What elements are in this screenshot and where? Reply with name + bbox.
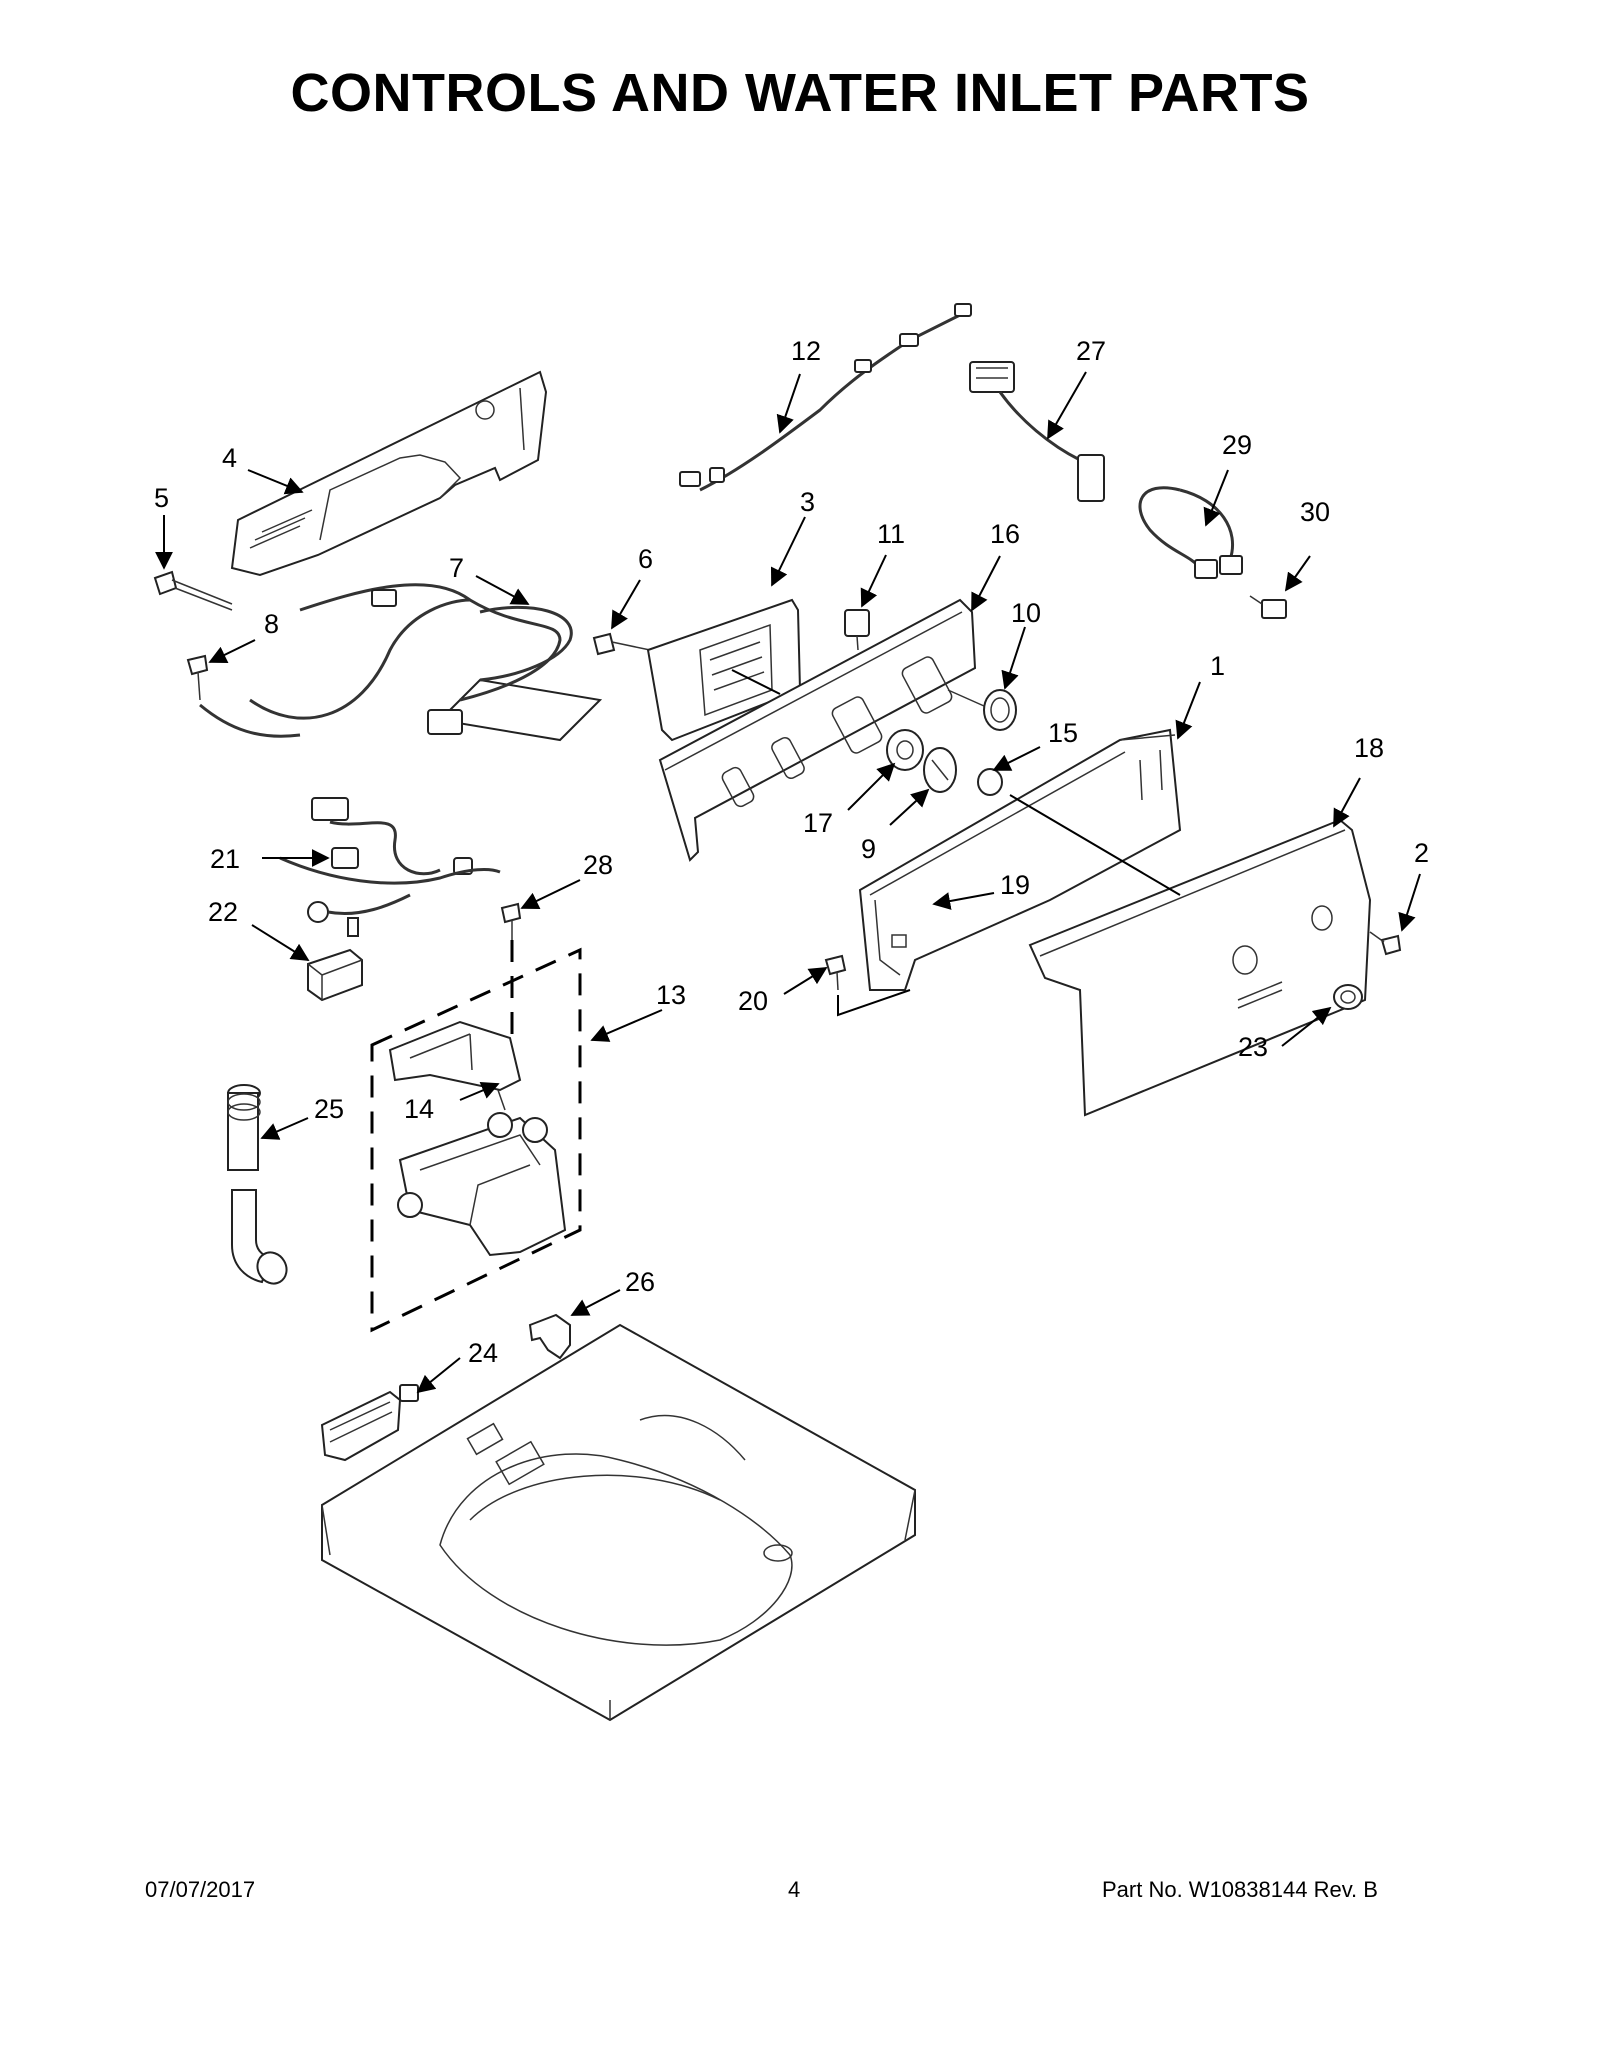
- callout-6: 6: [638, 544, 653, 574]
- callout-21: 21: [210, 844, 240, 874]
- callout-20: 20: [738, 986, 768, 1016]
- washer-top-deck-base: [321, 1323, 916, 1722]
- control-panel-bezel: [658, 598, 977, 862]
- ground-screw-8: [186, 654, 209, 701]
- callout-7: 7: [449, 553, 464, 583]
- callout-18: 18: [1354, 733, 1384, 763]
- screw-28: [500, 902, 522, 940]
- wire-harness-27: [969, 361, 1105, 502]
- footer-part-number: Part No. W10838144 Rev. B: [1102, 1877, 1378, 1902]
- page-title: CONTROLS AND WATER INLET PARTS: [290, 63, 1310, 123]
- switch-11: [844, 609, 870, 651]
- callout-17: 17: [803, 808, 833, 838]
- callout-19: 19: [1000, 870, 1030, 900]
- callout-1: 1: [1210, 651, 1225, 681]
- callout-12: 12: [791, 336, 821, 366]
- callout-13: 13: [656, 980, 686, 1010]
- inlet-hose-25: [227, 1084, 288, 1285]
- relay-22: [307, 948, 363, 1002]
- callout-4: 4: [222, 443, 237, 473]
- callout-16: 16: [990, 519, 1020, 549]
- knob-10: [947, 689, 1017, 731]
- callout-25: 25: [314, 1094, 344, 1124]
- screw-6: [592, 632, 651, 656]
- screw-5: [153, 570, 233, 611]
- bushing-15: [977, 768, 1003, 796]
- water-valve-14: [388, 1020, 567, 1257]
- knob-9: [923, 747, 957, 793]
- callout-10: 10: [1011, 598, 1041, 628]
- callout-22: 22: [208, 897, 238, 927]
- console-frame: [858, 728, 1182, 991]
- power-cord: [199, 583, 603, 742]
- rear-console-panel: [230, 370, 548, 577]
- wire-harness-12: [679, 303, 972, 492]
- callout-labels: 1 2 3 4 5 6 7 8 9 10 11 12 13 14 15 16 1…: [154, 336, 1429, 1368]
- cable-29: [1138, 486, 1243, 579]
- callout-8: 8: [264, 609, 279, 639]
- screw-2: [1369, 931, 1402, 956]
- callout-9: 9: [861, 834, 876, 864]
- knob-17: [886, 729, 924, 771]
- bracket-26: [528, 1313, 571, 1360]
- leader-arrows: [155, 371, 1421, 1394]
- callout-3: 3: [800, 487, 815, 517]
- callout-27: 27: [1076, 336, 1106, 366]
- ring-23: [1333, 984, 1363, 1010]
- callout-2: 2: [1414, 838, 1429, 868]
- pressure-switch-24: [320, 1384, 419, 1462]
- callout-29: 29: [1222, 430, 1252, 460]
- screw-20: [824, 954, 847, 991]
- callout-24: 24: [468, 1338, 498, 1368]
- callout-30: 30: [1300, 497, 1330, 527]
- callout-23: 23: [1238, 1032, 1268, 1062]
- connector-30: [1249, 595, 1287, 619]
- callout-5: 5: [154, 483, 169, 513]
- footer-date: 07/07/2017: [145, 1877, 256, 1902]
- footer-page-number: 4: [788, 1877, 801, 1902]
- wire-harness-21: [279, 797, 501, 937]
- callout-28: 28: [583, 850, 613, 880]
- callout-15: 15: [1048, 718, 1078, 748]
- callout-11: 11: [877, 519, 905, 549]
- callout-14: 14: [404, 1094, 434, 1124]
- callout-26: 26: [625, 1267, 655, 1297]
